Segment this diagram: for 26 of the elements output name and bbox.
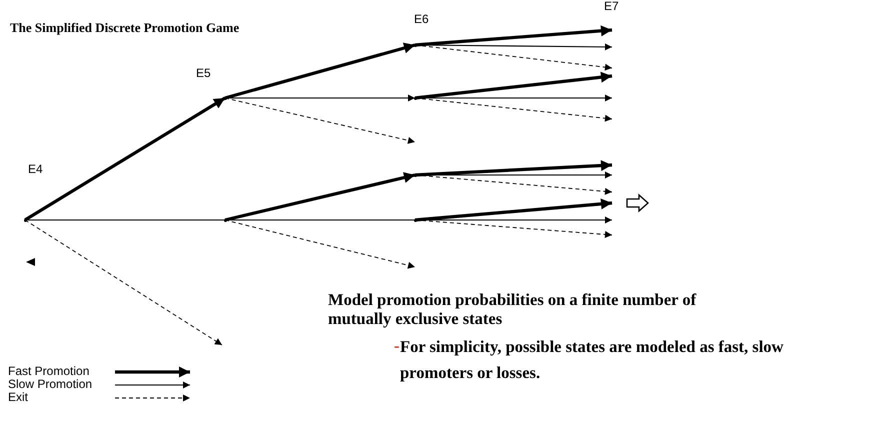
label-text: - [394, 335, 400, 357]
arrow [414, 25, 612, 47]
arrow [224, 220, 416, 269]
label-text: E6 [414, 11, 429, 28]
arrow [414, 160, 612, 177]
legend-text: Exit [8, 391, 28, 404]
legend-text: Slow Promotion [8, 378, 92, 391]
junction-point [24, 218, 26, 222]
arrow [224, 172, 416, 222]
arrow [415, 43, 612, 50]
legend-text: Fast Promotion [8, 365, 90, 378]
arrow [224, 98, 416, 144]
arrow [24, 96, 226, 222]
arrow [414, 72, 612, 100]
junction-point [224, 218, 226, 222]
label-text: For simplicity, possible states are modeled as fast, slow promoters or losses. [400, 336, 784, 384]
title: The Simplified Discrete Promotion Game [10, 19, 240, 37]
arrow [24, 220, 222, 346]
arrow [224, 42, 416, 100]
junction-point [414, 218, 416, 222]
label-text: E5 [196, 65, 211, 82]
label-text: E4 [28, 161, 43, 178]
junction-point [414, 96, 416, 100]
label-text: E7 [604, 0, 619, 13]
label-text: Model promotion probabilities on a finite number of mutually exclusive states [328, 290, 698, 328]
arrow [414, 198, 612, 222]
